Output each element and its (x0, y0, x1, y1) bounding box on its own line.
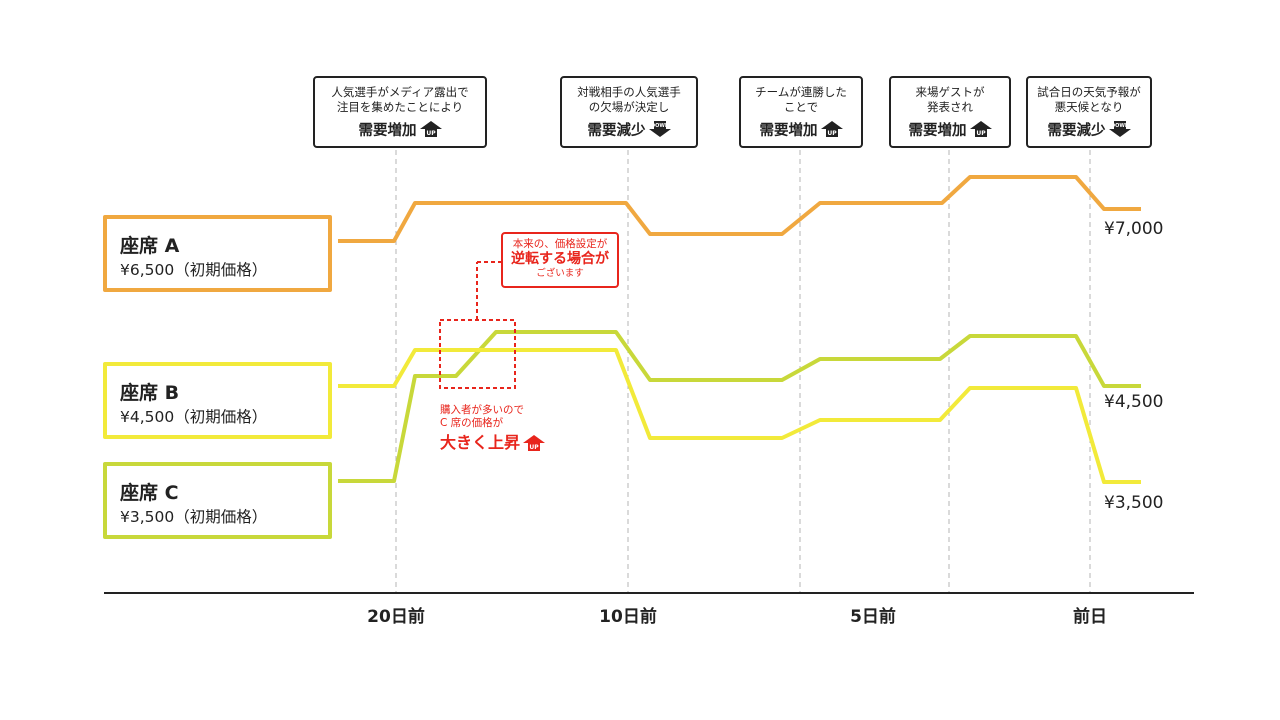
x-tick-5-days-before: 5日前 (850, 607, 896, 627)
event-box-3: チームが連勝した ことで 需要増加 UP (739, 76, 863, 148)
seat-a-final-price: ¥7,000 (1104, 219, 1164, 239)
rise-note-label: 大きく上昇 (440, 433, 521, 452)
seat-c-box: 座席 C ¥3,500（初期価格） (103, 462, 332, 539)
x-tick-20-days-before: 20日前 (367, 607, 425, 627)
up-arrow-icon: UP (523, 435, 546, 451)
seat-a-box: 座席 A ¥6,500（初期価格） (103, 215, 332, 292)
seat-a-name: 座席 A (120, 235, 180, 257)
event-4-line-2: 発表され (927, 99, 973, 114)
event-2-badge: DOWN (650, 123, 668, 129)
seat-b-name: 座席 B (120, 382, 180, 404)
event-4-badge: UP (976, 130, 986, 137)
x-tick-10-days-before: 10日前 (599, 607, 657, 627)
event-2-effect: 需要減少 DOWN (588, 119, 671, 140)
rise-note-line-2: C 席の価格が (440, 417, 504, 429)
down-arrow-icon: DOWN (1108, 121, 1131, 137)
event-box-2: 対戦相手の人気選手 の欠場が決定し 需要減少 DOWN (560, 76, 698, 148)
reversal-callout-line-3: ございます (536, 268, 584, 279)
event-3-badge: UP (827, 130, 837, 137)
event-2-effect-label: 需要減少 (587, 122, 646, 139)
reversal-callout: 本来の、価格設定が 逆転する場合が ございます (501, 232, 619, 288)
seat-a-initial-price: ¥6,500（初期価格） (120, 261, 268, 279)
series-c-line (338, 348, 1141, 484)
event-1-effect-label: 需要増加 (358, 122, 417, 139)
event-5-line-1: 試合日の天気予報が (1037, 84, 1141, 99)
event-5-effect: 需要減少 DOWN (1048, 119, 1131, 140)
up-arrow-icon: UP (820, 121, 843, 137)
event-5-effect-label: 需要減少 (1047, 122, 1106, 139)
down-arrow-icon: DOWN (648, 121, 671, 137)
event-box-5: 試合日の天気予報が 悪天候となり 需要減少 DOWN (1026, 76, 1152, 148)
up-arrow-icon: UP (419, 121, 442, 137)
seat-c-rise-note: 購入者が多いので C 席の価格が 大きく上昇 UP (440, 404, 590, 454)
event-1-line-1: 人気選手がメディア露出で (331, 84, 469, 99)
event-3-line-2: ことで (783, 99, 819, 114)
event-3-effect-label: 需要増加 (759, 122, 818, 139)
seat-b-box: 座席 B ¥4,500（初期価格） (103, 362, 332, 439)
event-2-line-2: の欠場が決定し (588, 99, 670, 114)
series-a-line (338, 175, 1141, 243)
reversal-callout-line-2: 逆転する場合が (511, 251, 609, 267)
rise-note-line-3: 大きく上昇 UP (440, 432, 590, 454)
seat-b-initial-price: ¥4,500（初期価格） (120, 408, 268, 426)
seat-b-final-price: ¥4,500 (1104, 392, 1164, 412)
series-b-line (338, 330, 1141, 483)
rise-note-badge: UP (529, 444, 539, 451)
up-arrow-icon: UP (969, 121, 992, 137)
reversal-callout-line-1: 本来の、価格設定が (512, 238, 608, 250)
event-box-1: 人気選手がメディア露出で 注目を集めたことにより 需要増加 UP (313, 76, 487, 148)
event-1-effect: 需要増加 UP (359, 119, 442, 140)
event-4-effect: 需要増加 UP (909, 119, 992, 140)
seat-c-name: 座席 C (120, 482, 179, 504)
event-3-effect: 需要増加 UP (760, 119, 843, 140)
event-4-line-1: 来場ゲストが (915, 84, 985, 99)
x-tick-day-before: 前日 (1073, 607, 1107, 627)
event-box-4: 来場ゲストが 発表され 需要増加 UP (889, 76, 1011, 148)
seat-c-final-price: ¥3,500 (1104, 493, 1164, 513)
event-2-line-1: 対戦相手の人気選手 (577, 84, 681, 99)
seat-c-initial-price: ¥3,500（初期価格） (120, 508, 268, 526)
event-5-badge: DOWN (1110, 123, 1128, 129)
event-3-line-1: チームが連勝した (755, 84, 847, 99)
event-1-badge: UP (426, 130, 436, 137)
event-1-line-2: 注目を集めたことにより (336, 99, 464, 114)
event-4-effect-label: 需要増加 (908, 122, 967, 139)
event-5-line-2: 悪天候となり (1054, 99, 1124, 114)
rise-note-line-1: 購入者が多いので (440, 404, 524, 416)
